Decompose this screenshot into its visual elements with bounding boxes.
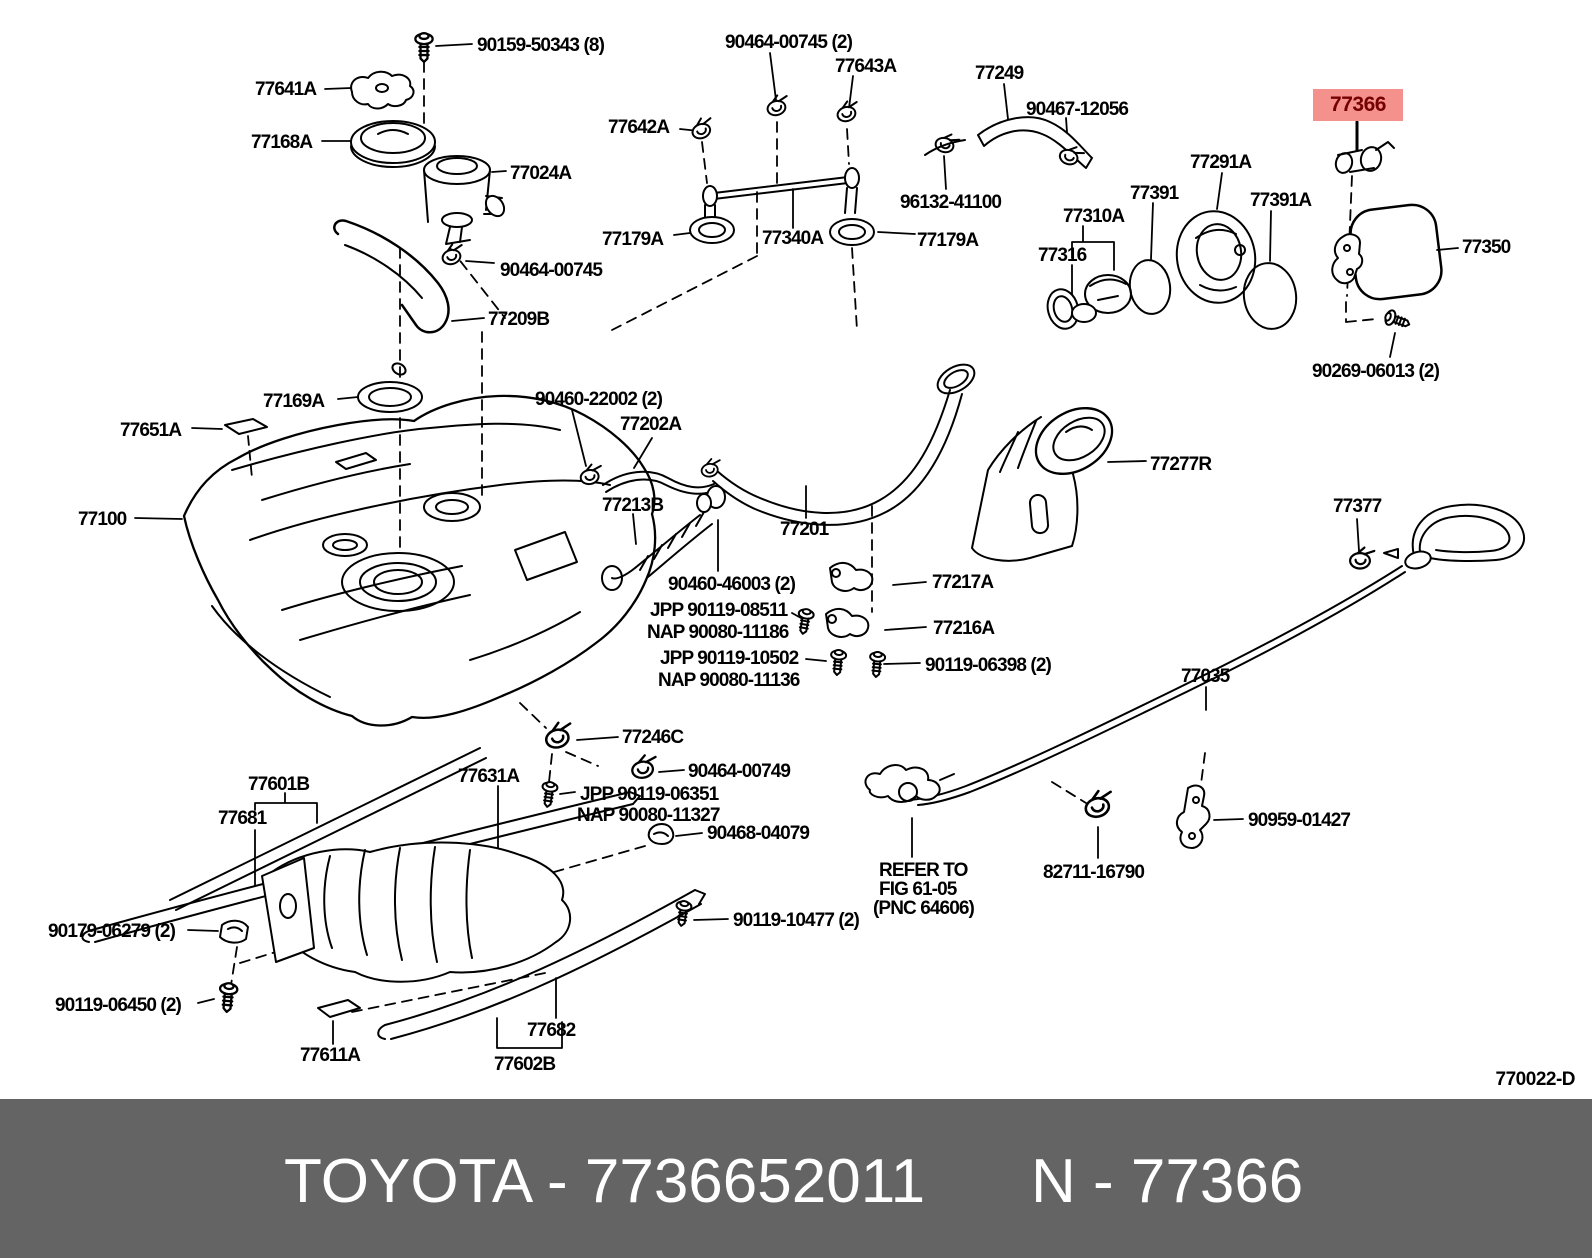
filler-pipe xyxy=(577,363,976,580)
part-label-77643A: 77643A xyxy=(835,56,897,77)
part-label-82711-16790: 82711-16790 xyxy=(1043,862,1145,883)
part-label-77391A: 77391A xyxy=(1250,190,1312,211)
part-label-90179-06279-2-: 90179-06279 (2) xyxy=(48,921,176,942)
part-label-77641A: 77641A xyxy=(255,79,317,100)
figure-code: 770022-D xyxy=(1495,1069,1576,1090)
fuel-lid-cluster xyxy=(1046,141,1443,333)
leader-lines xyxy=(134,43,1459,1049)
part-label-77249: 77249 xyxy=(975,63,1024,84)
part-label-90464-00749: 90464-00749 xyxy=(688,761,791,782)
part-label-90269-06013-2-: 90269-06013 (2) xyxy=(1312,361,1440,382)
part-label-90959-01427: 90959-01427 xyxy=(1248,810,1351,831)
part-label-77681: 77681 xyxy=(218,808,267,829)
lower-clamps xyxy=(538,718,675,845)
part-label-77601B: 77601B xyxy=(248,774,310,795)
part-label-77216A: 77216A xyxy=(933,618,995,639)
part-label-90460-46003-2-: 90460-46003 (2) xyxy=(668,574,796,595)
part-label-77377: 77377 xyxy=(1333,496,1382,517)
part-label-NAP-90080-11136: NAP 90080-11136 xyxy=(658,670,800,691)
part-label-JPP-90119-10502: JPP 90119-10502 xyxy=(660,648,799,669)
part-label-77631A: 77631A xyxy=(458,766,520,787)
part-label-77310A: 77310A xyxy=(1063,206,1125,227)
pipe-brackets xyxy=(794,562,887,679)
part-label-NAP-90080-11186: NAP 90080-11186 xyxy=(647,622,789,643)
highlighted-part-number[interactable]: 77366 xyxy=(1313,89,1403,121)
part-label-90119-10477-2-: 90119-10477 (2) xyxy=(733,910,860,931)
part-label-77682: 77682 xyxy=(527,1020,576,1041)
part-label-JPP-90119-08511: JPP 90119-08511 xyxy=(650,600,788,621)
part-label-96132-41100: 96132-41100 xyxy=(900,192,1002,213)
part-label-JPP-90119-06351: JPP 90119-06351 xyxy=(580,784,719,805)
fuel-tank xyxy=(182,394,657,727)
part-label-77316: 77316 xyxy=(1038,245,1087,266)
lock-cable-assembly xyxy=(864,503,1525,849)
part-label-77651A: 77651A xyxy=(120,420,182,441)
breather-assembly xyxy=(687,92,1093,246)
part-label-77100: 77100 xyxy=(78,509,127,530)
part-label-77209B: 77209B xyxy=(488,309,550,330)
part-label-77642A: 77642A xyxy=(608,117,670,138)
part-label-77340A: 77340A xyxy=(762,228,824,249)
part-label-90468-04079: 90468-04079 xyxy=(707,823,810,844)
part-label-77024A: 77024A xyxy=(510,163,572,184)
part-label-77602B: 77602B xyxy=(494,1054,556,1075)
part-label-NAP-90080-11327: NAP 90080-11327 xyxy=(577,805,720,826)
part-label-REFER-TO: REFER TO xyxy=(879,860,968,881)
pump-assembly xyxy=(224,32,506,479)
part-label-77169A: 77169A xyxy=(263,391,325,412)
part-label-77201: 77201 xyxy=(780,519,829,540)
part-label-77246C: 77246C xyxy=(622,727,684,748)
footer-banner: TOYOTA - 7736652011 N - 77366 xyxy=(0,1099,1592,1258)
part-label-77217A: 77217A xyxy=(932,572,994,593)
part-label-77202A: 77202A xyxy=(620,414,682,435)
part-label-77035: 77035 xyxy=(1181,666,1230,687)
straps-and-shield xyxy=(81,747,706,1040)
part-label-77179A: 77179A xyxy=(917,230,979,251)
banner-part-short: N - 77366 xyxy=(1031,1147,1304,1216)
part-label-77391: 77391 xyxy=(1130,183,1179,204)
part-label-FIG-61-05: FIG 61-05 xyxy=(879,879,957,900)
part-label-77350: 77350 xyxy=(1462,237,1511,258)
part-label-90159-50343-8-: 90159-50343 (8) xyxy=(477,35,605,56)
part-label-77611A: 77611A xyxy=(300,1045,361,1066)
banner-brand-part-number: TOYOTA - 7736652011 xyxy=(284,1147,926,1216)
part-label-77213B: 77213B xyxy=(602,495,664,516)
part-label-77179A: 77179A xyxy=(602,229,664,250)
part-label-90464-00745: 90464-00745 xyxy=(500,260,603,281)
part-label-90119-06450-2-: 90119-06450 (2) xyxy=(55,995,182,1016)
part-label-77291A: 77291A xyxy=(1190,152,1252,173)
part-label-77277R: 77277R xyxy=(1150,454,1212,475)
part-label--PNC-64606-: (PNC 64606) xyxy=(873,898,975,919)
part-label-90464-00745-2-: 90464-00745 (2) xyxy=(725,32,853,53)
part-label-90119-06398-2-: 90119-06398 (2) xyxy=(925,655,1052,676)
part-label-77168A: 77168A xyxy=(251,132,313,153)
filler-pipe-protector xyxy=(971,406,1114,562)
part-label-90467-12056: 90467-12056 xyxy=(1026,99,1129,120)
part-label-90460-22002-2-: 90460-22002 (2) xyxy=(535,389,663,410)
